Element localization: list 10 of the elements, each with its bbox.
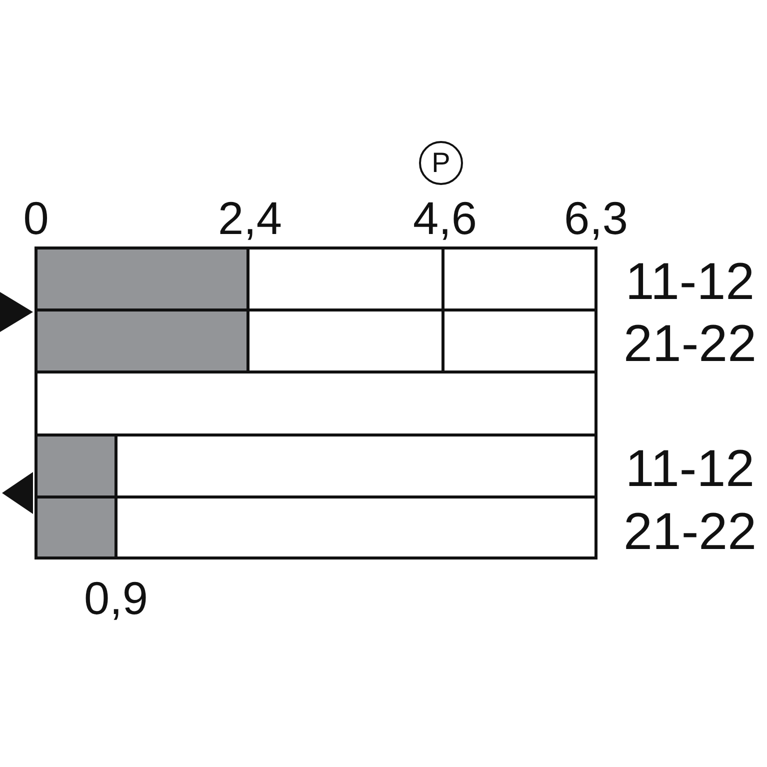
- scale-value: 2,4: [218, 195, 282, 241]
- contact-number: 21-22: [624, 318, 756, 370]
- scale-value: 4,6: [413, 195, 477, 241]
- position-marker: P: [419, 141, 463, 185]
- scale-value: 6,3: [564, 195, 628, 241]
- contact-number: 11-12: [625, 256, 755, 308]
- scale-value: 0,9: [84, 575, 148, 621]
- contact-number: 21-22: [624, 506, 756, 558]
- contact-number: 11-12: [625, 443, 755, 495]
- scale-value: 0: [23, 195, 49, 241]
